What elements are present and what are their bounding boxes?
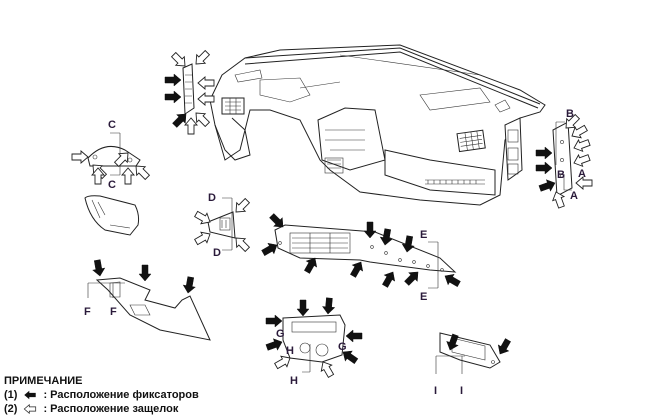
- callout-label-i-right: I: [460, 385, 463, 397]
- legend-item-latches: (2) : Расположение защелок: [4, 402, 199, 416]
- callout-label-b-bottom: B: [557, 169, 565, 181]
- outline-arrow-icon: [24, 404, 37, 414]
- knee-panel-switch: D D: [192, 192, 253, 259]
- callout-label-b-top: B: [566, 108, 574, 120]
- right-side-panel-cluster: B B A A: [535, 108, 593, 210]
- legend-item-clips: (1) : Расположение фиксаторов: [4, 388, 199, 402]
- callout-label-g-left: G: [276, 328, 285, 340]
- column-cover-upper: C C: [71, 119, 153, 191]
- callout-label-e-top: E: [420, 229, 427, 241]
- legend-item-number: (2): [4, 403, 18, 415]
- center-vent-panel: E E: [259, 211, 463, 303]
- lower-right-panel: I I: [434, 332, 514, 397]
- callout-label-a-top: A: [578, 168, 586, 180]
- solid-arrow-icon: [24, 390, 37, 400]
- callout-label-c-bottom: C: [108, 179, 116, 191]
- instrument-panel-main: [209, 44, 546, 206]
- lower-left-knee-panel: F F: [84, 258, 211, 341]
- callout-label-e-bottom: E: [420, 291, 427, 303]
- callout-label-c-top: C: [108, 119, 116, 131]
- legend-note: ПРИМЕЧАНИЕ (1) : Расположение фиксаторов…: [4, 374, 199, 416]
- callout-label-d-top: D: [208, 192, 216, 204]
- legend-item-text: : Расположение защелок: [43, 403, 179, 415]
- callout-label-h-outer: H: [290, 375, 298, 387]
- column-cover-lower: [84, 195, 140, 236]
- legend-item-number: (1): [4, 389, 18, 401]
- callout-label-f-right: F: [110, 306, 117, 318]
- callout-label-g-right: G: [338, 341, 347, 353]
- left-side-vent-panel: [164, 47, 215, 135]
- audio-bezel: G G H H: [264, 297, 363, 387]
- callout-label-a-bottom: A: [570, 190, 578, 202]
- legend-title: ПРИМЕЧАНИЕ: [4, 375, 83, 387]
- legend-item-text: : Расположение фиксаторов: [43, 389, 199, 401]
- callout-label-h-inner: H: [286, 345, 294, 357]
- callout-label-d-bottom: D: [213, 247, 221, 259]
- callout-label-i-left: I: [434, 385, 437, 397]
- callout-label-f-left: F: [84, 306, 91, 318]
